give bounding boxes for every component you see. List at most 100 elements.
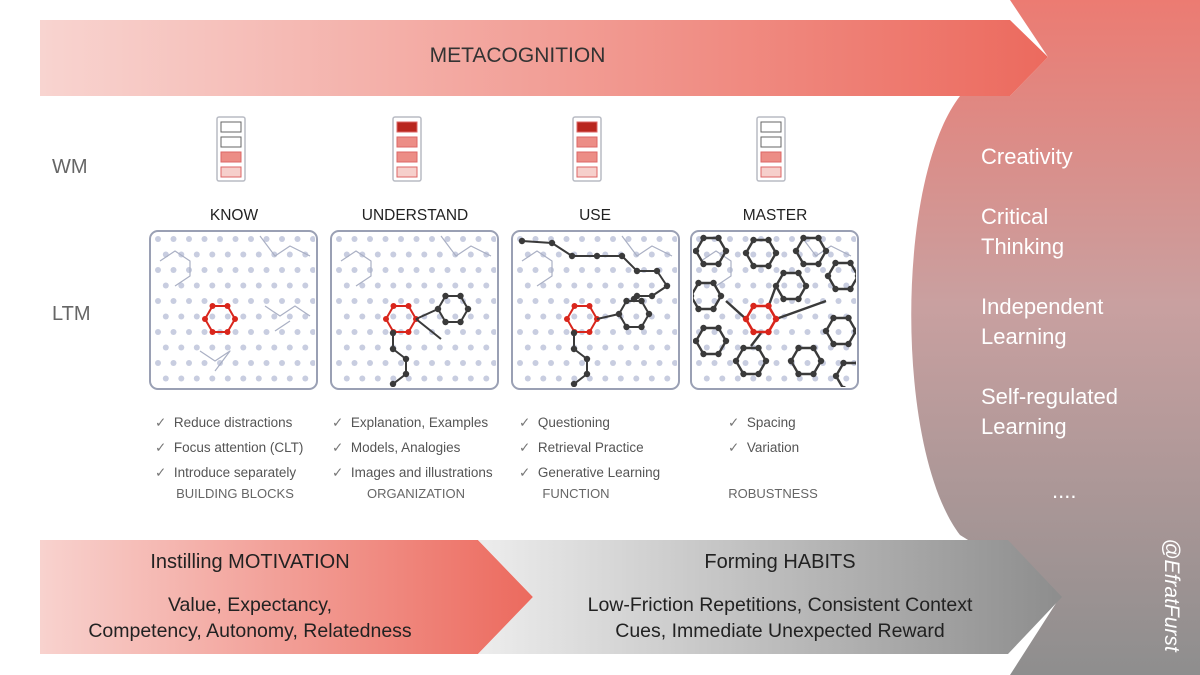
memory-node xyxy=(648,251,655,258)
memory-node xyxy=(548,267,554,273)
wm-slot-medium xyxy=(576,136,598,148)
memory-node xyxy=(672,267,677,273)
memory-node xyxy=(302,375,309,382)
memory-node xyxy=(781,375,788,382)
memory-node xyxy=(750,313,757,320)
memory-node xyxy=(351,267,358,273)
memory-node xyxy=(758,298,764,304)
linked-hexagon-node xyxy=(442,318,449,326)
link xyxy=(596,313,620,320)
memory-node xyxy=(579,267,585,273)
concept-hexagon-node xyxy=(224,303,231,309)
memory-node xyxy=(804,267,811,273)
mastery-hexagon-node xyxy=(750,262,757,270)
memory-node xyxy=(851,236,856,242)
mastery-hexagon-node xyxy=(722,337,730,345)
memory-node xyxy=(499,376,505,382)
memory-node xyxy=(625,236,632,242)
memory-node xyxy=(351,236,358,242)
memory-node xyxy=(398,298,404,304)
memory-node xyxy=(812,313,819,320)
mastery-hexagon-node xyxy=(715,350,722,358)
memory-node xyxy=(232,329,239,335)
memory-node xyxy=(781,282,788,289)
memory-node xyxy=(271,282,278,289)
memory-node xyxy=(201,360,208,366)
memory-node xyxy=(178,313,185,320)
memory-node xyxy=(201,267,208,273)
wm-slot-medium xyxy=(220,151,242,163)
memory-node xyxy=(286,282,293,289)
memory-node xyxy=(436,375,443,382)
memory-node xyxy=(483,313,490,320)
memory-node xyxy=(602,282,609,289)
wm-slot-light xyxy=(760,166,782,178)
habits-title: Forming HABITS xyxy=(704,551,856,573)
mastery-hexagon-node xyxy=(822,327,830,335)
memory-node xyxy=(413,360,420,366)
memory-node xyxy=(859,252,865,258)
memory-node xyxy=(719,282,726,289)
memory-node xyxy=(382,329,389,335)
mastery-hexagon-node xyxy=(700,324,707,332)
memory-node xyxy=(648,282,655,289)
chain-node xyxy=(570,380,578,387)
memory-node xyxy=(178,344,185,351)
linked-hexagon-node xyxy=(638,297,645,305)
memory-node xyxy=(279,236,285,242)
memory-node xyxy=(224,251,231,258)
memory-node xyxy=(294,360,301,366)
memory-node xyxy=(310,267,315,273)
link xyxy=(415,318,442,340)
memory-node xyxy=(742,298,749,304)
mastery-hexagon-node xyxy=(732,357,740,365)
chain-node xyxy=(593,252,601,260)
memory-node xyxy=(413,329,420,335)
mastery-hexagon-node xyxy=(715,260,722,268)
memory-node xyxy=(271,375,278,382)
memory-node xyxy=(336,267,342,273)
motivation-line: Value, Expectancy, xyxy=(167,594,333,616)
memory-node xyxy=(248,267,254,273)
memory-node xyxy=(271,313,278,320)
memory-node xyxy=(155,298,161,304)
memory-node xyxy=(734,313,741,320)
ltm-panel-master xyxy=(690,230,865,390)
memory-node xyxy=(517,360,523,366)
author-handle-text: @EfratFurst xyxy=(1160,538,1183,652)
faint-link xyxy=(274,320,291,332)
memory-node xyxy=(475,236,482,242)
concept-hexagon-node xyxy=(750,302,757,310)
memory-node xyxy=(271,344,278,351)
chain-node xyxy=(389,329,397,337)
mastery-hexagon-node xyxy=(815,260,822,268)
memory-node xyxy=(374,375,381,382)
memory-node xyxy=(555,375,562,382)
memory-node xyxy=(255,251,262,258)
memory-node xyxy=(524,313,531,320)
ltm-network xyxy=(517,235,677,387)
memory-node xyxy=(367,267,373,273)
wm-slot-light xyxy=(220,166,242,178)
memory-node xyxy=(594,360,601,366)
memory-node xyxy=(571,313,578,320)
memory-node xyxy=(405,282,412,289)
memory-node xyxy=(594,298,601,304)
memory-node xyxy=(367,360,373,366)
ltm-network xyxy=(336,235,505,387)
memory-node xyxy=(302,282,309,289)
memory-node xyxy=(217,298,223,304)
memory-node xyxy=(162,375,169,382)
memory-node xyxy=(351,298,358,304)
concept-hexagon-node xyxy=(383,316,389,322)
mastery-hexagon-node xyxy=(845,340,852,348)
mastery-hexagon-node xyxy=(700,260,707,268)
memory-node xyxy=(804,329,811,335)
memory-node xyxy=(491,360,496,366)
wm-gauge-frame xyxy=(216,116,246,182)
memory-node xyxy=(827,375,834,382)
mastery-hexagon-node xyxy=(832,372,840,380)
memory-node xyxy=(641,236,647,242)
memory-node xyxy=(279,298,285,304)
mastery-hexagon-node xyxy=(817,357,825,365)
